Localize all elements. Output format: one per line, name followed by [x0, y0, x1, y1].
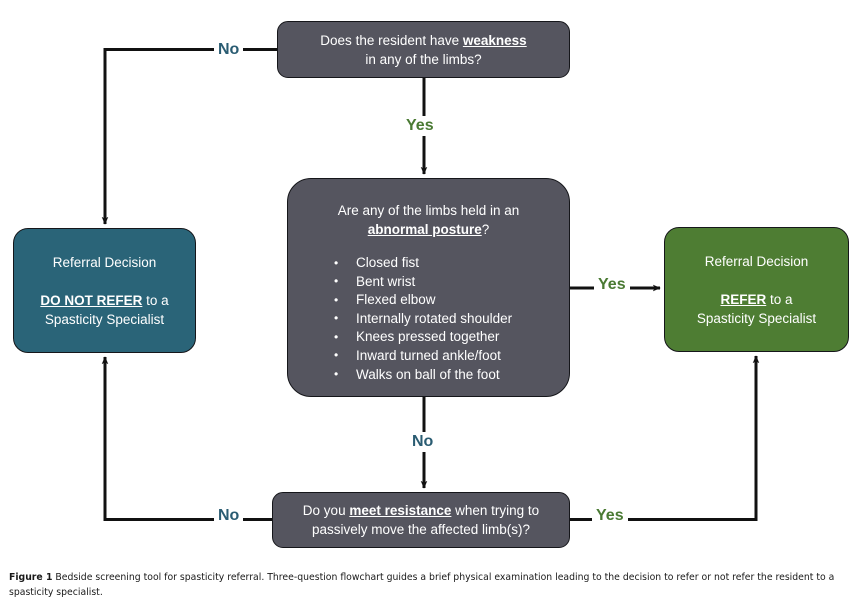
figure-caption-text: Bedside screening tool for spasticity re…: [9, 572, 835, 598]
edge-label-weakness-no: No: [214, 40, 244, 60]
do-not-refer-title: Referral Decision: [52, 254, 157, 270]
list-item: Walks on ball of the foot: [334, 365, 569, 385]
resistance-line-1: Do you meet resistance when trying to: [303, 501, 539, 520]
posture-sign-list: Closed fist Bent wrist Flexed elbow Inte…: [288, 254, 569, 384]
refer-term: REFER: [720, 291, 767, 307]
edge-resistance-no: [101, 356, 272, 521]
list-item: Flexed elbow: [334, 291, 569, 310]
resistance-line-1-suffix: when trying to: [451, 503, 540, 518]
edge-weakness-no: [101, 48, 277, 225]
flowchart: Does the resident have weakness in any o…: [0, 0, 859, 560]
edge-label-weakness-yes: Yes: [402, 116, 438, 136]
outcome-box-do-not-refer[interactable]: Referral Decision DO NOT REFER to a Spas…: [13, 228, 196, 353]
list-item: Inward turned ankle/foot: [334, 346, 569, 366]
do-not-refer-action-line-1: DO NOT REFER to a: [40, 291, 168, 310]
refer-title: Referral Decision: [704, 253, 809, 269]
weakness-line-1: Does the resident have weakness: [320, 31, 526, 50]
list-item: Internally rotated shoulder: [334, 309, 569, 329]
posture-term: abnormal posture: [367, 222, 482, 237]
resistance-line-1-prefix: Do you: [302, 503, 350, 518]
outcome-box-refer[interactable]: Referral Decision REFER to a Spasticity …: [664, 227, 849, 352]
posture-line-2-suffix: ?: [481, 222, 490, 237]
edge-label-posture-no: No: [408, 432, 438, 452]
list-item: Knees pressed together: [334, 328, 569, 347]
figure-label: Figure 1: [9, 572, 53, 583]
resistance-term: meet resistance: [349, 503, 452, 518]
edge-label-posture-yes: Yes: [594, 275, 630, 295]
figure-caption: Figure 1 Bedside screening tool for spas…: [9, 571, 849, 600]
resistance-line-2: passively move the affected limb(s)?: [311, 522, 531, 537]
list-item: Bent wrist: [334, 272, 569, 292]
edge-label-resistance-no: No: [214, 506, 244, 526]
weakness-line-2: in any of the limbs?: [365, 51, 482, 67]
edge-label-resistance-yes: Yes: [592, 506, 628, 526]
weakness-term: weakness: [462, 32, 527, 48]
edge-resistance-yes: [570, 355, 760, 521]
do-not-refer-term: DO NOT REFER: [40, 292, 143, 308]
list-item: Closed fist: [334, 254, 569, 273]
question-box-abnormal-posture[interactable]: Are any of the limbs held in an abnormal…: [287, 178, 570, 397]
refer-action-line-1: REFER to a: [720, 290, 792, 309]
refer-action-line-2: Spasticity Specialist: [696, 310, 817, 326]
do-not-refer-action-suffix: to a: [142, 292, 169, 308]
question-box-meet-resistance[interactable]: Do you meet resistance when trying to pa…: [272, 492, 570, 548]
posture-line-1: Are any of the limbs held in an: [337, 203, 520, 218]
refer-action-suffix: to a: [766, 291, 793, 307]
posture-line-2: abnormal posture?: [288, 220, 569, 239]
do-not-refer-action-line-2: Spasticity Specialist: [44, 311, 165, 327]
weakness-line-1-prefix: Does the resident have: [320, 32, 463, 48]
question-box-weakness[interactable]: Does the resident have weakness in any o…: [277, 21, 570, 78]
